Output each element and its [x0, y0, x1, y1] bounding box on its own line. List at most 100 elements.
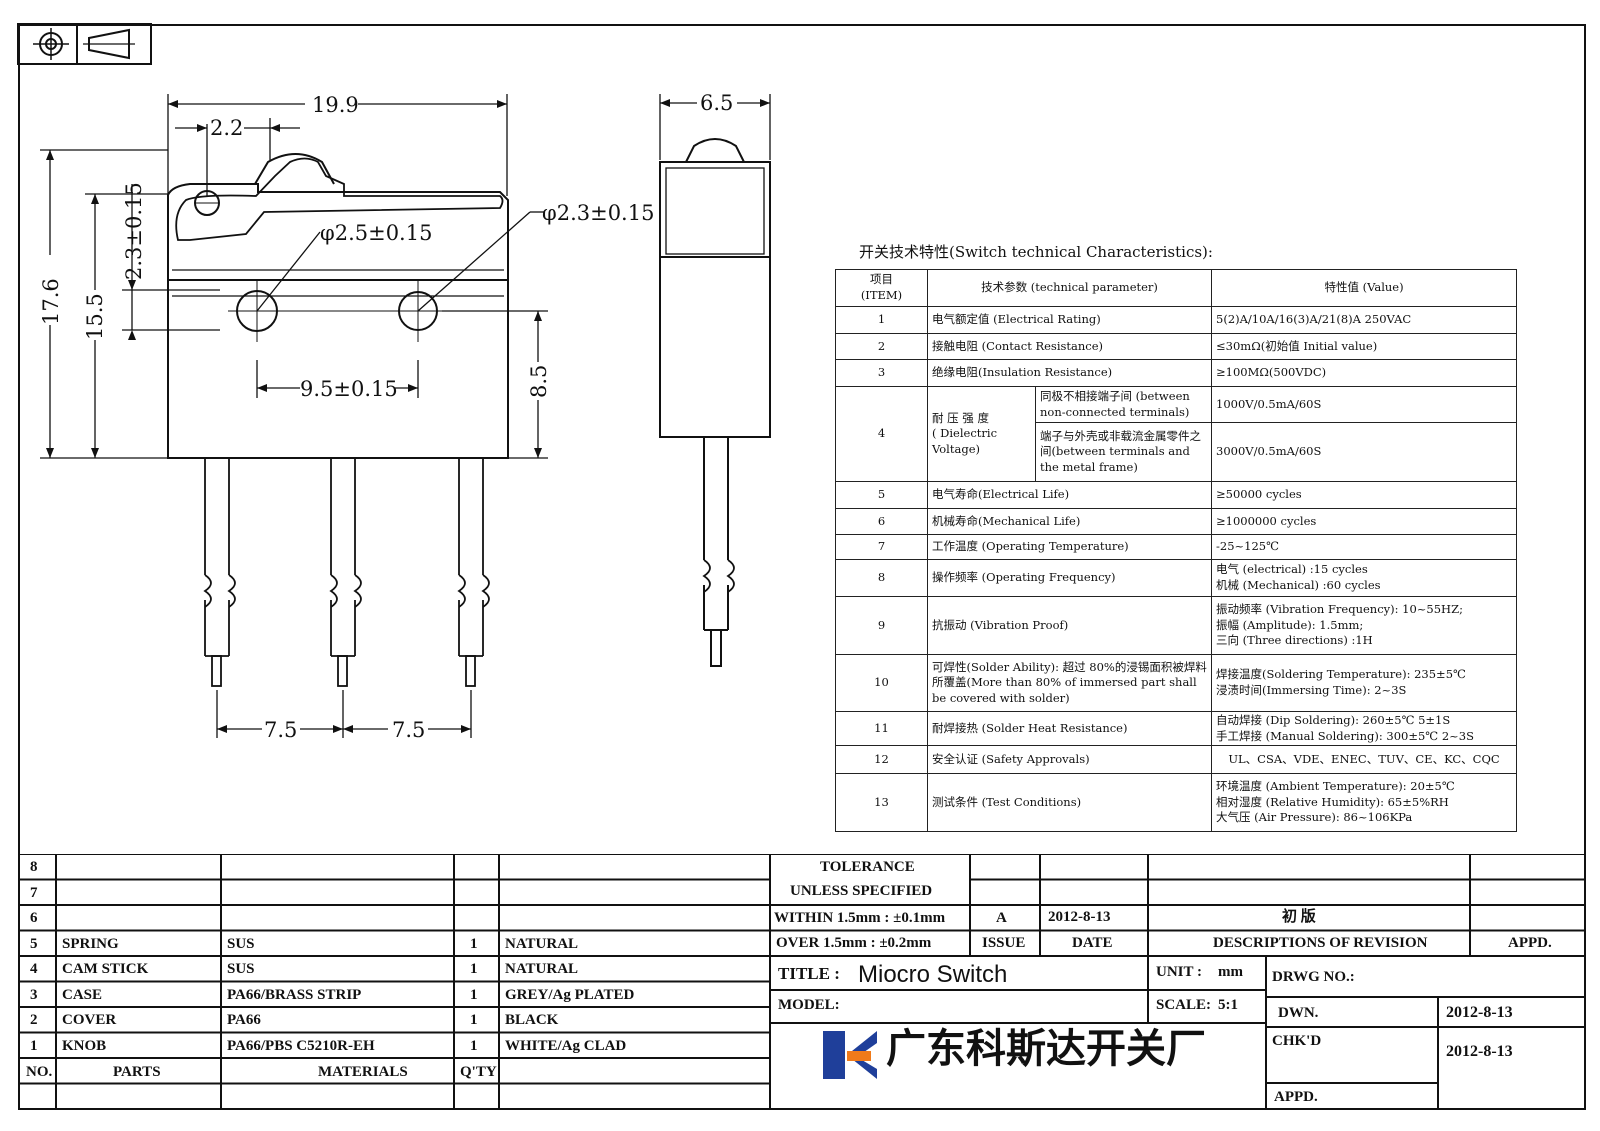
spec-row-no: 1 [835, 306, 928, 334]
dim-pin-pitch-left: 7.5 [264, 718, 297, 742]
projection-cone-icon [88, 28, 130, 60]
bom-header-materials: MATERIALS [318, 1064, 408, 1080]
spec-row-value: ≥50000 cycles [1211, 481, 1518, 509]
spec-row-no: 4 [835, 386, 928, 482]
bom-no-cell: 4 [30, 961, 38, 977]
bom-material-cell: PA66 [227, 1012, 261, 1028]
drawing-title: Miocro Switch [858, 961, 1008, 988]
spec-row-value: 3000V/0.5mA/60S [1211, 422, 1518, 482]
bom-part-cell: COVER [62, 1012, 117, 1028]
spec-row-param: 接触电阻 (Contact Resistance) [926, 333, 1213, 360]
bom-qty-cell: 1 [470, 961, 478, 977]
spec-row-param: 测试条件 (Test Conditions) [926, 773, 1213, 833]
revision-date: 2012-8-13 [1048, 909, 1111, 925]
bom-qty-cell: 1 [470, 1037, 478, 1054]
spec-row-value: 1000V/0.5mA/60S [1211, 386, 1518, 423]
bom-qty-cell: 1 [470, 1012, 478, 1028]
spec-row-value: 振动频率 (Vibration Frequency): 10~55HZ; 振幅 … [1211, 596, 1518, 655]
bom-no-cell: 6 [30, 910, 38, 926]
spec-row-param: 抗振动 (Vibration Proof) [926, 596, 1213, 655]
spec-row-value: ≤30mΩ(初始值 Initial value) [1211, 333, 1518, 360]
bom-material-cell: PA66/PBS C5210R-EH [227, 1037, 375, 1054]
spec-row-value: UL、CSA、VDE、ENEC、TUV、CE、KC、CQC [1211, 745, 1518, 775]
bom-no-cell: 7 [30, 884, 38, 901]
spec-row-param: 电气额定值 (Electrical Rating) [926, 306, 1213, 334]
drwg-no-label: DRWG NO.: [1272, 969, 1355, 985]
spec-row: 端子与外壳或非载流金属零件之间(between terminals and th… [836, 422, 1518, 482]
spec-table: 项目 (ITEM)技术参数 (technical parameter)特性值 (… [835, 269, 1518, 833]
spec-row-value: 自动焊接 (Dip Soldering): 260±5℃ 5±1S 手工焊接 (… [1211, 710, 1518, 747]
dim-hole-spacing: 9.5±0.15 [300, 377, 398, 401]
bom-part-cell: KNOB [62, 1037, 107, 1054]
side-view-body [659, 161, 771, 438]
dwn-label: DWN. [1278, 1005, 1319, 1021]
spec-row-no: 3 [835, 359, 928, 387]
bom-header-no: NO. [26, 1064, 53, 1080]
spec-row-no: 9 [835, 596, 928, 655]
spec-row-no: 8 [835, 559, 928, 597]
switch-body-top [167, 183, 509, 280]
spec-row-no: 5 [835, 481, 928, 509]
spec-row-no: 2 [835, 333, 928, 360]
terminal-pins [203, 458, 490, 687]
dim-pin-pitch-right: 7.5 [392, 718, 425, 742]
appd-label: APPD. [1274, 1089, 1318, 1105]
spec-title: 开关技术特性(Switch technical Characteristics)… [859, 243, 1213, 261]
spec-row-value: 电气 (electrical) :15 cycles 机械 (Mechanica… [1211, 559, 1518, 597]
spec-row-no: 11 [835, 710, 928, 747]
spec-header-value: 特性值 (Value) [1211, 269, 1518, 307]
bom-part-cell: CAM STICK [62, 961, 149, 977]
unit-value: mm [1218, 964, 1243, 980]
title-block-grid [18, 854, 1586, 1110]
drawing-frame [18, 24, 1586, 1110]
spec-row-param: 工作温度 (Operating Temperature) [926, 534, 1213, 560]
dwn-date: 2012-8-13 [1446, 1004, 1513, 1021]
spec-row-value: ≥1000000 cycles [1211, 508, 1518, 535]
bom-material-cell: SUS [227, 935, 255, 952]
bom-header-parts: PARTS [113, 1064, 161, 1080]
spec-row-value: 5(2)A/10A/16(3)A/21(8)A 250VAC [1211, 306, 1518, 334]
bom-part-cell: SPRING [62, 935, 119, 952]
tolerance-line1: TOLERANCE [820, 859, 915, 875]
bom-finish-cell: BLACK [505, 1012, 559, 1028]
scale-label: SCALE: [1156, 997, 1212, 1013]
dim-width: 19.9 [312, 93, 359, 117]
dim-side-width: 6.5 [700, 91, 733, 115]
company-name: 广东科斯达开关厂 [886, 1026, 1206, 1072]
spec-row-value: ≥100MΩ(500VDC) [1211, 359, 1518, 387]
dim-hole2-dia: φ2.3±0.15 [542, 201, 654, 225]
bom-qty-cell: 1 [470, 986, 478, 1003]
bom-finish-cell: GREY/Ag PLATED [505, 986, 635, 1003]
revision-date-label: DATE [1072, 935, 1113, 951]
bom-header-qty: Q'TY [460, 1064, 497, 1080]
tolerance-line3: WITHIN 1.5mm : ±0.1mm [774, 910, 946, 926]
bom-material-cell: SUS [227, 961, 255, 977]
spec-header-row: 项目 (ITEM)技术参数 (technical parameter)特性值 (… [835, 269, 1518, 307]
spec-header-param: 技术参数 (technical parameter) [926, 269, 1213, 307]
bom-no-cell: 8 [30, 859, 38, 875]
spec-row-no: 10 [835, 654, 928, 712]
bom-no-cell: 2 [30, 1012, 38, 1028]
spec-row-param: 电气寿命(Electrical Life) [926, 481, 1213, 509]
switch-body-main [167, 279, 509, 459]
dim-hole-to-bottom: 8.5 [527, 365, 551, 398]
spec-row-no: 7 [835, 534, 928, 560]
spec-row-subparam: 同极不相接端子间 (between non-connected terminal… [1034, 386, 1213, 423]
spec-row-param: 机械寿命(Mechanical Life) [926, 508, 1213, 535]
dim-height-body: 15.5 [83, 293, 107, 340]
spec-row-value: 环境温度 (Ambient Temperature): 20±5℃ 相对湿度 (… [1211, 773, 1518, 833]
spec-row-param: 耐焊接热 (Solder Heat Resistance) [926, 710, 1213, 747]
chkd-date: 2012-8-13 [1446, 1043, 1513, 1060]
chkd-label: CHK'D [1272, 1033, 1322, 1049]
